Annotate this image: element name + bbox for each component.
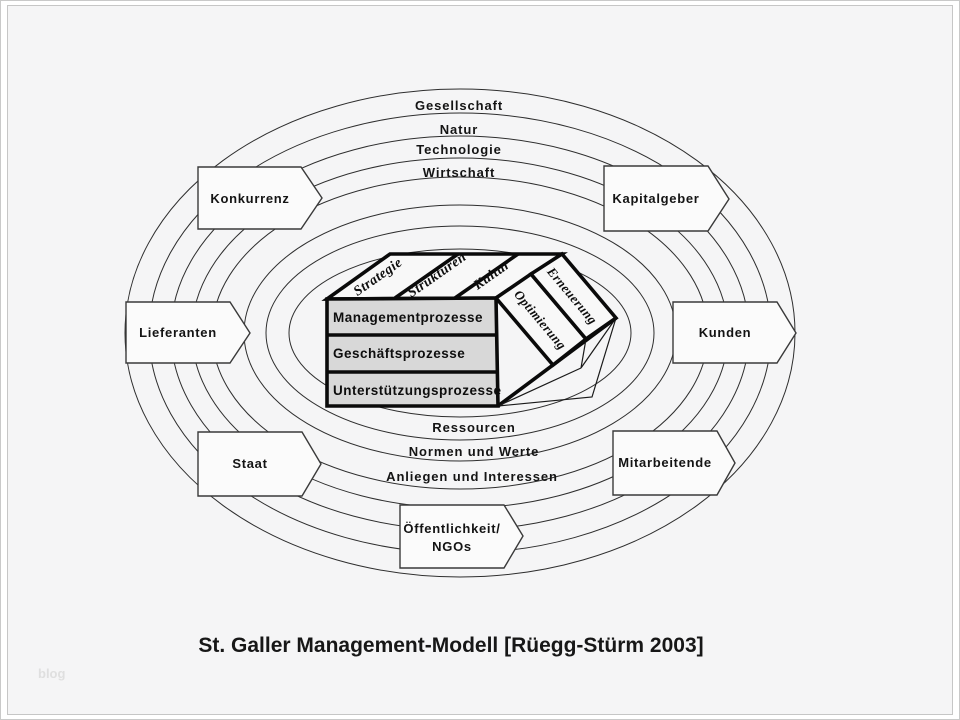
ring-8-core xyxy=(288,248,632,418)
label-geschaeftsprozesse: Geschäftsprozesse xyxy=(333,346,465,361)
environment-sphere-labels: Gesellschaft Natur Technologie Wirtschaf… xyxy=(415,98,503,180)
stakeholder-mitarbeitende: Mitarbeitende xyxy=(612,430,736,496)
arrow-shape-mitarbeitende xyxy=(612,430,736,496)
arrow-shape-lieferanten xyxy=(125,301,251,364)
watermark: blog xyxy=(38,666,65,681)
stakeholder-label: Kapitalgeber xyxy=(612,191,699,206)
label-normen-und-werte: Normen und Werte xyxy=(409,444,539,459)
label-unterstuetzungsprozesse: Unterstützungsprozesse xyxy=(333,383,502,398)
stakeholder-konkurrenz: Konkurrenz xyxy=(197,166,323,230)
stakeholder-label: Konkurrenz xyxy=(210,191,289,206)
stakeholder-label: Staat xyxy=(232,456,267,471)
management-cube: Managementprozesse Geschäftsprozesse Unt… xyxy=(321,250,619,408)
stakeholder-oeffentlichkeit-ngos: Öffentlichkeit/ NGOs xyxy=(399,504,524,569)
stakeholder-staat: Staat xyxy=(197,431,322,497)
label-natur: Natur xyxy=(440,122,478,137)
label-wirtschaft: Wirtschaft xyxy=(423,165,495,180)
arrow-shape-kunden xyxy=(672,301,797,364)
stakeholder-kapitalgeber: Kapitalgeber xyxy=(603,165,730,232)
label-gesellschaft: Gesellschaft xyxy=(415,98,503,113)
label-managementprozesse: Managementprozesse xyxy=(333,310,483,325)
arrow-shape-staat xyxy=(197,431,322,497)
strip-divider-1 xyxy=(393,252,460,300)
arrow-shape-oeffentlichkeit xyxy=(399,504,524,569)
stakeholder-label: Lieferanten xyxy=(139,325,217,340)
arrow-shape-konkurrenz xyxy=(197,166,323,230)
stakeholder-label: Mitarbeitende xyxy=(618,455,712,470)
stakeholder-lieferanten: Lieferanten xyxy=(125,301,251,364)
label-anliegen-und-interessen: Anliegen und Interessen xyxy=(386,469,558,484)
cube-erneuerung-face xyxy=(528,251,619,342)
interaction-topic-labels: Ressourcen Normen und Werte Anliegen und… xyxy=(386,420,558,484)
label-ressourcen: Ressourcen xyxy=(432,420,515,435)
label-technologie: Technologie xyxy=(416,142,502,157)
ring-7 xyxy=(265,225,655,441)
stakeholder-label-line2: NGOs xyxy=(432,539,472,554)
arrow-shape-kapitalgeber xyxy=(603,165,730,232)
stakeholder-label-line1: Öffentlichkeit/ xyxy=(403,521,500,536)
strip-divider-2 xyxy=(453,252,520,300)
cube-wedge-inner-lines xyxy=(497,317,617,407)
stakeholder-kunden: Kunden xyxy=(672,301,797,364)
stakeholder-arrows: Konkurrenz Kapitalgeber Lieferanten Kund… xyxy=(125,165,797,569)
caption: St. Galler Management-Modell [Rüegg-Stür… xyxy=(198,634,703,657)
stakeholder-label: Kunden xyxy=(699,325,752,340)
